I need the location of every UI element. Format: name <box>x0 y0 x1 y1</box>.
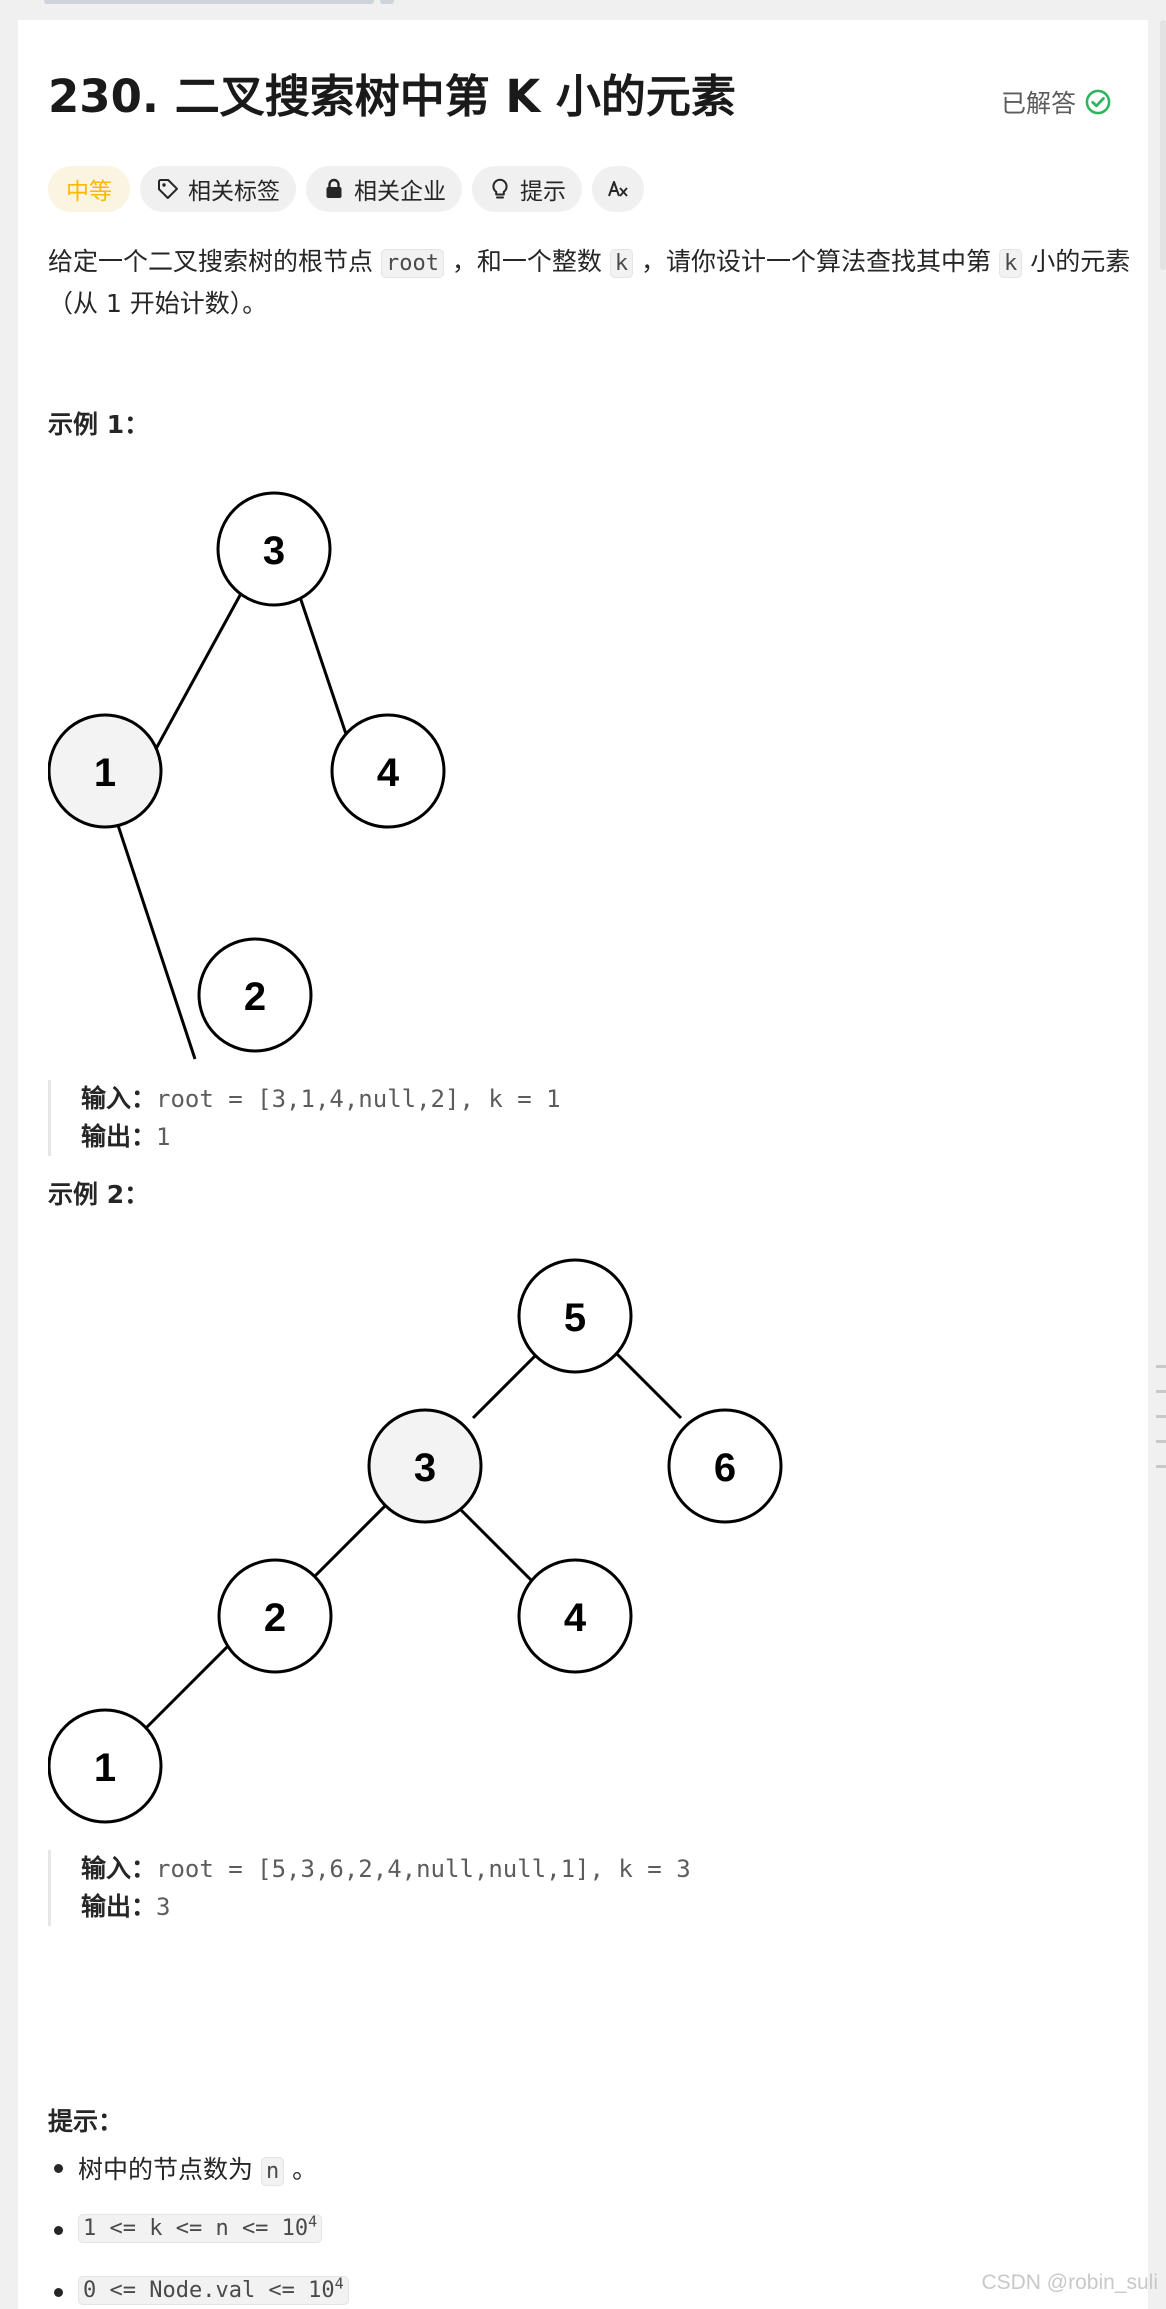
example-2-tree-image: 5 3 6 2 4 1 <box>47 1235 788 1839</box>
hint-button[interactable]: 提示 <box>472 166 582 212</box>
constraint-text: 树中的节点数为 <box>78 2155 261 2184</box>
tab-stub <box>44 0 374 4</box>
input-value: root = [3,1,4,null,2], k = 1 <box>156 1085 561 1113</box>
lightbulb-icon <box>492 178 508 199</box>
input-label: 输入： <box>81 1084 157 1113</box>
description-text: 给定一个二叉搜索树的根节点 <box>48 247 381 276</box>
example-1-tree-image: 3 1 4 2 <box>47 465 468 1069</box>
tree-node <box>197 937 313 1053</box>
tree-node <box>367 1408 483 1524</box>
tree-node <box>217 1558 333 1674</box>
inline-code: k <box>609 249 634 278</box>
problem-title: 230. 二叉搜索树中第 K 小的元素 <box>48 70 736 123</box>
constraints-heading: 提示： <box>48 2107 124 2136</box>
translate-icon <box>608 181 628 197</box>
output-label: 输出： <box>81 1892 157 1921</box>
inline-code: 1 <= k <= n <= 104 <box>78 2212 323 2243</box>
description-text: 小的元素（从 1 开始计数）。 <box>48 247 1131 318</box>
output-label: 输出： <box>81 1122 157 1151</box>
solved-status[interactable]: 已解答 <box>1001 84 1112 120</box>
tree-node-label: 4 <box>564 1596 587 1640</box>
tree-node <box>667 1408 783 1524</box>
watermark: CSDN @robin_suli <box>981 2271 1158 2294</box>
output-value: 1 <box>156 1123 171 1151</box>
superscript: 4 <box>308 2212 318 2231</box>
tree-node-label: 6 <box>714 1446 736 1490</box>
input-value: root = [5,3,6,2,4,null,null,1], k = 3 <box>156 1855 691 1883</box>
related-companies-label: 相关企业 <box>354 179 446 205</box>
problem-description: 给定一个二叉搜索树的根节点 root ，和一个整数 k ，请你设计一个算法查找其… <box>48 242 1138 324</box>
lock-icon <box>326 178 342 198</box>
tree-node-label: 5 <box>564 1296 586 1340</box>
example-1-heading: 示例 1： <box>48 410 150 439</box>
output-value: 3 <box>156 1893 171 1921</box>
problem-panel: 230. 二叉搜索树中第 K 小的元素 已解答 中等 相关标签 相关企业 <box>18 20 1148 2309</box>
inline-code: k <box>999 249 1023 278</box>
tree-node <box>47 1708 163 1824</box>
tree-node-label: 2 <box>264 1596 286 1640</box>
example-2-heading: 示例 2： <box>48 1180 150 1209</box>
tree-node-label: 2 <box>244 975 266 1019</box>
solved-label: 已解答 <box>1000 89 1076 118</box>
related-tags-button[interactable]: 相关标签 <box>140 166 296 212</box>
constraint-item: 1 <= k <= n <= 104 <box>48 2212 323 2243</box>
tree-node <box>517 1258 633 1374</box>
related-tags-label: 相关标签 <box>188 179 280 205</box>
scrollbar[interactable] <box>1160 20 1166 270</box>
tree-node <box>517 1558 633 1674</box>
check-circle-icon <box>1085 89 1111 115</box>
example-1-block: 输入：root = [3,1,4,null,2], k = 1 输出：1 <box>48 1080 1138 1156</box>
input-label: 输入： <box>81 1854 157 1883</box>
related-companies-button[interactable]: 相关企业 <box>306 166 462 212</box>
difficulty-badge: 中等 <box>48 166 130 212</box>
constraint-item: 0 <= Node.val <= 104 <box>48 2274 349 2305</box>
inline-code: n <box>260 2157 285 2186</box>
tree-node <box>330 713 446 829</box>
tree-node-label: 3 <box>263 529 285 573</box>
tree-node-label: 3 <box>414 1446 436 1490</box>
hint-label: 提示 <box>520 179 566 205</box>
tree-node-label: 1 <box>94 1746 116 1790</box>
example-2-block: 输入：root = [5,3,6,2,4,null,null,1], k = 3… <box>48 1850 1138 1926</box>
side-panel-handle[interactable] <box>1156 1365 1166 1490</box>
translate-button[interactable] <box>592 166 644 212</box>
constraint-item: 树中的节点数为 n 。 <box>48 2150 317 2186</box>
tree-node-label: 4 <box>377 751 400 795</box>
constraint-code: 0 <= Node.val <= 10 <box>83 2278 335 2303</box>
inline-code: 0 <= Node.val <= 104 <box>78 2274 349 2305</box>
tab-stub <box>380 0 394 4</box>
constraint-code: 1 <= k <= n <= 10 <box>83 2216 309 2241</box>
description-text: ，和一个整数 <box>443 247 610 276</box>
difficulty-label: 中等 <box>66 179 112 205</box>
constraint-text: 。 <box>284 2155 318 2184</box>
description-text: ，请你设计一个算法查找其中第 <box>633 247 999 276</box>
tree-node-label: 1 <box>94 751 116 795</box>
inline-code: root <box>380 249 444 278</box>
tree-node <box>216 491 332 607</box>
tag-icon <box>158 179 178 199</box>
superscript: 4 <box>334 2274 344 2293</box>
top-bar <box>0 0 1166 20</box>
tag-bar: 中等 相关标签 相关企业 提示 <box>48 166 644 212</box>
tree-node <box>47 713 163 829</box>
